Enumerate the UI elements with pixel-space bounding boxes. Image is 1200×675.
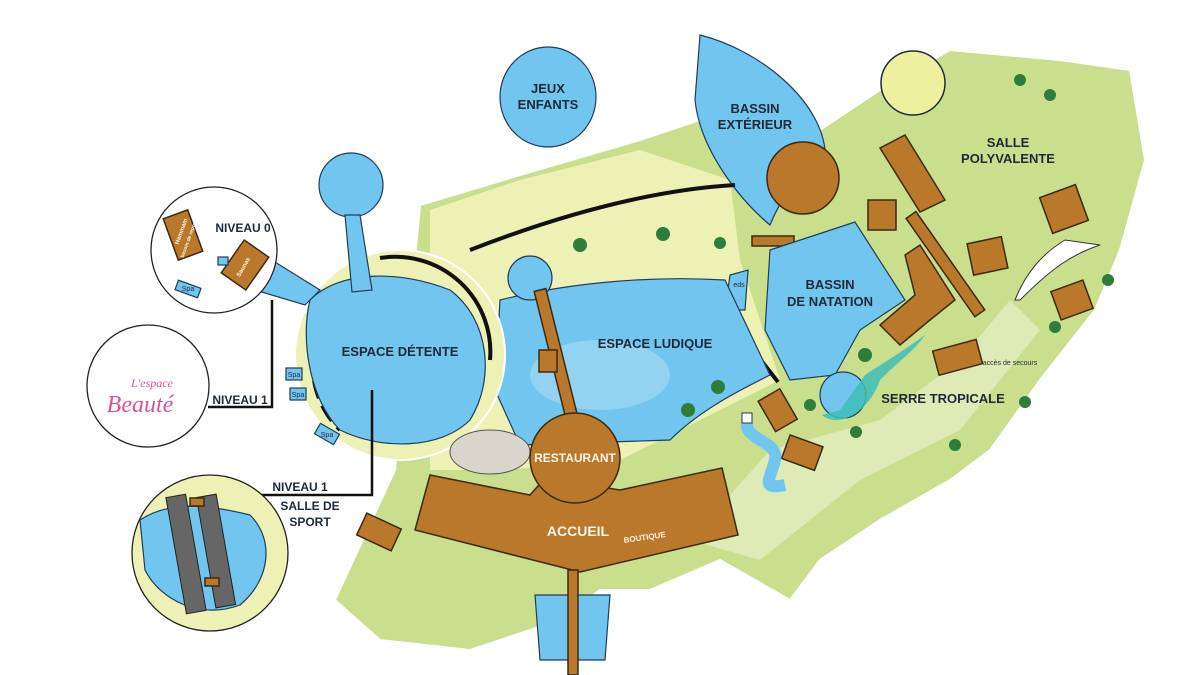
sport-building (165, 493, 237, 615)
niveau0-spa-label: Spa (182, 286, 195, 293)
spa-box (289, 387, 307, 401)
salle-polyvalente-label: SALLE (987, 135, 1030, 150)
niveau0-pool (217, 256, 229, 266)
channel (344, 214, 373, 293)
spa-label: Spa (321, 432, 334, 439)
accueil-building (414, 467, 739, 573)
slide-platform (538, 349, 558, 373)
acces-secours-label: accès de secours (983, 360, 1038, 367)
bassin-exterieur-label: BASSIN (730, 101, 779, 116)
path-area (690, 300, 1040, 560)
lagoon (822, 335, 925, 421)
jeux-enfants-label: JEUX (531, 81, 565, 96)
slide-start (741, 412, 753, 424)
white-area (1014, 239, 1101, 301)
spa-box (285, 367, 303, 381)
bassin-natation-label: BASSIN (805, 277, 854, 292)
jeux-enfants-label-2: ENFANTS (518, 97, 579, 112)
bassin-exterieur-label-2: EXTÉRIEUR (718, 117, 793, 132)
small-building (355, 512, 403, 552)
rock (449, 429, 531, 475)
niveau0-label: NIVEAU 0 (215, 221, 271, 235)
salle-polyvalente-buildings (757, 134, 1095, 472)
spa-label: Spa (292, 392, 305, 399)
fence-line (469, 183, 736, 252)
spa-label: Spa (288, 372, 301, 379)
espace-beaute-logo: L'espace Beauté (107, 376, 175, 418)
niveau0-spa (174, 279, 202, 299)
palm-trees (573, 74, 1114, 451)
bassin-natation (764, 221, 906, 381)
beaute-level-label: NIVEAU 1 (212, 393, 268, 407)
logo-line1: L'espace (130, 376, 174, 390)
serre-tropicale-label: SERRE TROPICALE (881, 391, 1005, 406)
sport-level-label: NIVEAU 1 (272, 480, 328, 494)
footbridge (751, 235, 795, 247)
connector-line-beaute (208, 300, 274, 409)
spa-box (313, 422, 341, 446)
top-circle-pool (318, 152, 384, 218)
accueil-label: ACCUEIL (547, 523, 610, 539)
restaurant-building (529, 412, 621, 504)
pieds-label: eds (733, 282, 745, 289)
restaurant-label: RESTAURANT (534, 451, 616, 465)
connector-line-sport (248, 390, 374, 497)
entrance-walkway (567, 569, 579, 675)
inset-beaute (86, 324, 210, 448)
detente-fence (379, 254, 493, 361)
hammam-building (162, 208, 204, 262)
bassin-natation-label-2: DE NATATION (787, 294, 873, 309)
logo-line2: Beauté (107, 392, 175, 418)
espace-detente-pool (305, 275, 486, 445)
sport-title-label: SALLE DE (280, 499, 339, 513)
yellow-circle-area (880, 50, 946, 116)
espace-detente-label: ESPACE DÉTENTE (342, 344, 459, 359)
kiosk-roof (766, 141, 840, 215)
espace-ludique-label: ESPACE LUDIQUE (598, 336, 713, 351)
sport-title-label-2: SPORT (289, 515, 331, 529)
lazy-river (741, 417, 787, 493)
jeux-enfants-area (499, 46, 597, 148)
salle-polyvalente-label-2: POLYVALENTE (961, 151, 1055, 166)
saunas-building (220, 238, 270, 292)
